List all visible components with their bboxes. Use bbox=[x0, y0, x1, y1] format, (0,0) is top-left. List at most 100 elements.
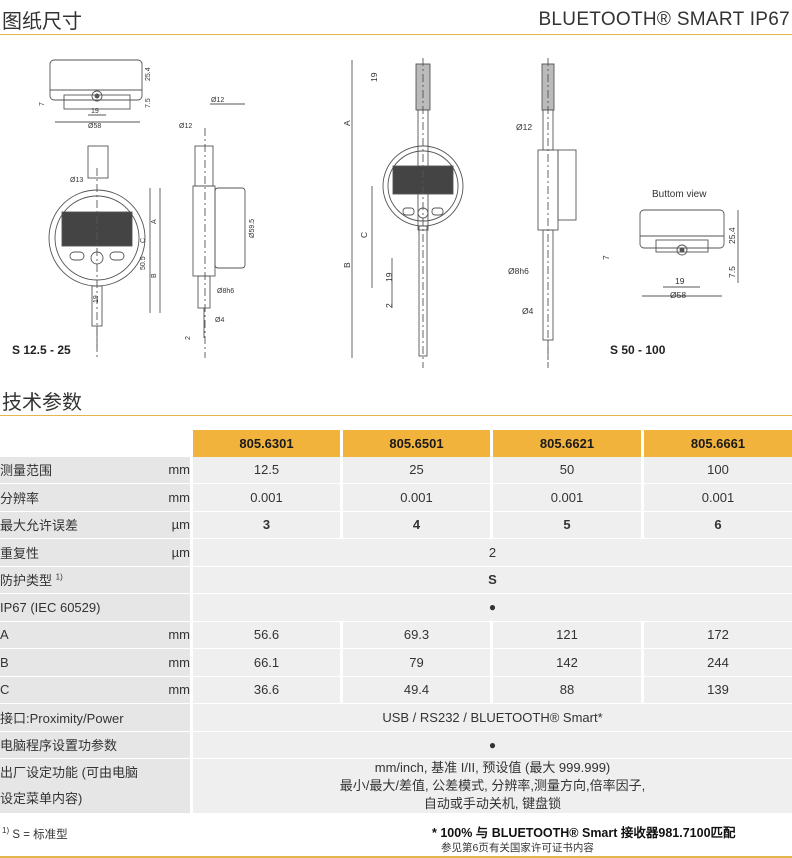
dim-a-small: A bbox=[151, 219, 158, 224]
factory-value-line: mm/inch, 基准 I/II, 预设值 (最大 999.999) bbox=[374, 760, 611, 775]
dim-59-5-small: Ø59.5 bbox=[249, 219, 256, 238]
dim-b-small: B bbox=[151, 273, 158, 278]
cell: 0.001 bbox=[490, 484, 641, 512]
product-title: BLUETOOTH® SMART IP67 bbox=[538, 9, 790, 30]
cell: 121 bbox=[490, 621, 641, 649]
merged-cell: ● bbox=[190, 594, 792, 622]
dim-7-5-small: 7.5 bbox=[145, 98, 152, 108]
row-label: A bbox=[0, 621, 130, 649]
row-label: 防护类型 1) bbox=[0, 566, 130, 594]
dim-7-5-bottom: 7.5 bbox=[727, 266, 737, 278]
model-805-6501: 805.6501 bbox=[340, 430, 490, 457]
table-row: A mm 56.6 69.3 121 172 bbox=[0, 621, 792, 649]
dim-25-4-small: 25.4 bbox=[145, 67, 152, 81]
spec-divider bbox=[0, 415, 792, 416]
cell: 25 bbox=[340, 456, 490, 484]
dim-19-bottom: 19 bbox=[675, 276, 685, 286]
bottom-view-label: Buttom view bbox=[652, 189, 707, 200]
dim-8h6-large: Ø8h6 bbox=[508, 266, 529, 276]
merged-cell: S bbox=[190, 566, 792, 594]
model-header-row: 805.6301 805.6501 805.6621 805.6661 bbox=[0, 430, 792, 457]
footer-divider bbox=[0, 856, 792, 858]
cell: 79 bbox=[340, 649, 490, 677]
cell: 36.6 bbox=[190, 676, 340, 704]
dim-2-small: 2 bbox=[185, 336, 192, 340]
row-label: 出厂设定功能 (可由电脑 设定菜单内容) bbox=[0, 759, 190, 814]
row-label: C bbox=[0, 676, 130, 704]
cell: 0.001 bbox=[641, 484, 792, 512]
cell: 12.5 bbox=[190, 456, 340, 484]
dim-4-large: Ø4 bbox=[522, 306, 534, 316]
footnote: 1) S = 标准型 bbox=[2, 826, 68, 842]
cell: 139 bbox=[641, 676, 792, 704]
row-label-text: 防护类型 bbox=[0, 573, 53, 589]
cell: 88 bbox=[490, 676, 641, 704]
factory-value-line: 最小/最大/差值, 公差模式, 分辨率,测量方向,倍率因子, bbox=[339, 778, 646, 793]
model-805-6301: 805.6301 bbox=[190, 430, 340, 457]
row-unit: mm bbox=[130, 456, 190, 484]
row-unit: mm bbox=[130, 621, 190, 649]
dim-4-small: Ø4 bbox=[215, 317, 224, 324]
cell: 244 bbox=[641, 649, 792, 677]
dim-19-small: 19 bbox=[91, 108, 99, 115]
table-row: 电脑程序设置功参数 ● bbox=[0, 731, 792, 759]
small-range-label: S 12.5 - 25 bbox=[12, 343, 71, 357]
dim-58-bottom: Ø58 bbox=[670, 290, 686, 300]
factory-value-line: 自动或手动关机, 键盘锁 bbox=[423, 796, 562, 811]
table-row: 出厂设定功能 (可由电脑 设定菜单内容) mm/inch, 基准 I/II, 预… bbox=[0, 759, 792, 814]
table-row: C mm 36.6 49.4 88 139 bbox=[0, 676, 792, 704]
cell: 4 bbox=[340, 511, 490, 539]
large-range-label: S 50 - 100 bbox=[610, 343, 666, 357]
model-805-6621: 805.6621 bbox=[490, 430, 641, 457]
cell: 0.001 bbox=[190, 484, 340, 512]
row-unit: mm bbox=[130, 676, 190, 704]
model-805-6661: 805.6661 bbox=[641, 430, 792, 457]
dim-25-4-bottom: 25.4 bbox=[727, 227, 737, 244]
bottom-view bbox=[639, 209, 725, 249]
dim-b-large: B bbox=[342, 262, 352, 268]
compatibility-note: * 100% 与 BLUETOOTH® Smart 接收器981.7100匹配 bbox=[432, 826, 736, 840]
cell: 172 bbox=[641, 621, 792, 649]
dim-12-small-side-top: Ø12 bbox=[211, 97, 224, 104]
spec-section-title: 技术参数 bbox=[2, 392, 82, 414]
table-row: IP67 (IEC 60529) ● bbox=[0, 594, 792, 622]
footnote-mark: 1) bbox=[55, 572, 63, 582]
small-top-view bbox=[49, 59, 143, 101]
dim-19-small-stem: 19 bbox=[93, 295, 100, 303]
cell: 66.1 bbox=[190, 649, 340, 677]
cell: 56.6 bbox=[190, 621, 340, 649]
header: 图纸尺寸 BLUETOOTH® SMART IP67 bbox=[0, 0, 792, 35]
dim-8h6-small: Ø8h6 bbox=[217, 288, 234, 295]
row-label: IP67 (IEC 60529) bbox=[0, 594, 130, 622]
cell: 50 bbox=[490, 456, 641, 484]
row-label: 重复性 bbox=[0, 539, 130, 567]
table-row: 最大允许误差 µm 3 4 5 6 bbox=[0, 511, 792, 539]
drawing-section-title: 图纸尺寸 bbox=[2, 11, 82, 33]
cell: 49.4 bbox=[340, 676, 490, 704]
row-unit: mm bbox=[130, 484, 190, 512]
spec-table: 805.6301 805.6501 805.6621 805.6661 测量范围… bbox=[0, 430, 792, 814]
row-unit: mm bbox=[130, 649, 190, 677]
dim-12-large: Ø12 bbox=[516, 122, 532, 132]
cell: 6 bbox=[641, 511, 792, 539]
row-label: 最大允许误差 bbox=[0, 511, 130, 539]
factory-label-line: 设定菜单内容) bbox=[0, 791, 83, 806]
dim-12-small: Ø12 bbox=[179, 123, 192, 130]
dim-13-small: Ø13 bbox=[70, 177, 83, 184]
license-note: 参见第6页有关国家许可证书内容 bbox=[441, 842, 594, 854]
row-unit: µm bbox=[130, 539, 190, 567]
table-row: 重复性 µm 2 bbox=[0, 539, 792, 567]
row-unit: µm bbox=[130, 511, 190, 539]
cell: 5 bbox=[490, 511, 641, 539]
dim-50-5-small: 50.5 bbox=[140, 256, 147, 270]
row-unit bbox=[130, 566, 190, 594]
dimension-drawing: 25.4 7.5 7 19 Ø58 Ø12 Ø12 Ø13 A C B 50.5… bbox=[12, 58, 739, 368]
table-row: 测量范围 mm 12.5 25 50 100 bbox=[0, 456, 792, 484]
row-label: 电脑程序设置功参数 bbox=[0, 731, 190, 759]
cell: 0.001 bbox=[340, 484, 490, 512]
merged-cell: mm/inch, 基准 I/II, 预设值 (最大 999.999) 最小/最大… bbox=[190, 759, 792, 814]
footnote-mark: 1) bbox=[2, 826, 10, 836]
table-row: 防护类型 1) S bbox=[0, 566, 792, 594]
cell: 142 bbox=[490, 649, 641, 677]
table-row: 接口:Proximity/Power USB / RS232 / BLUETOO… bbox=[0, 704, 792, 732]
